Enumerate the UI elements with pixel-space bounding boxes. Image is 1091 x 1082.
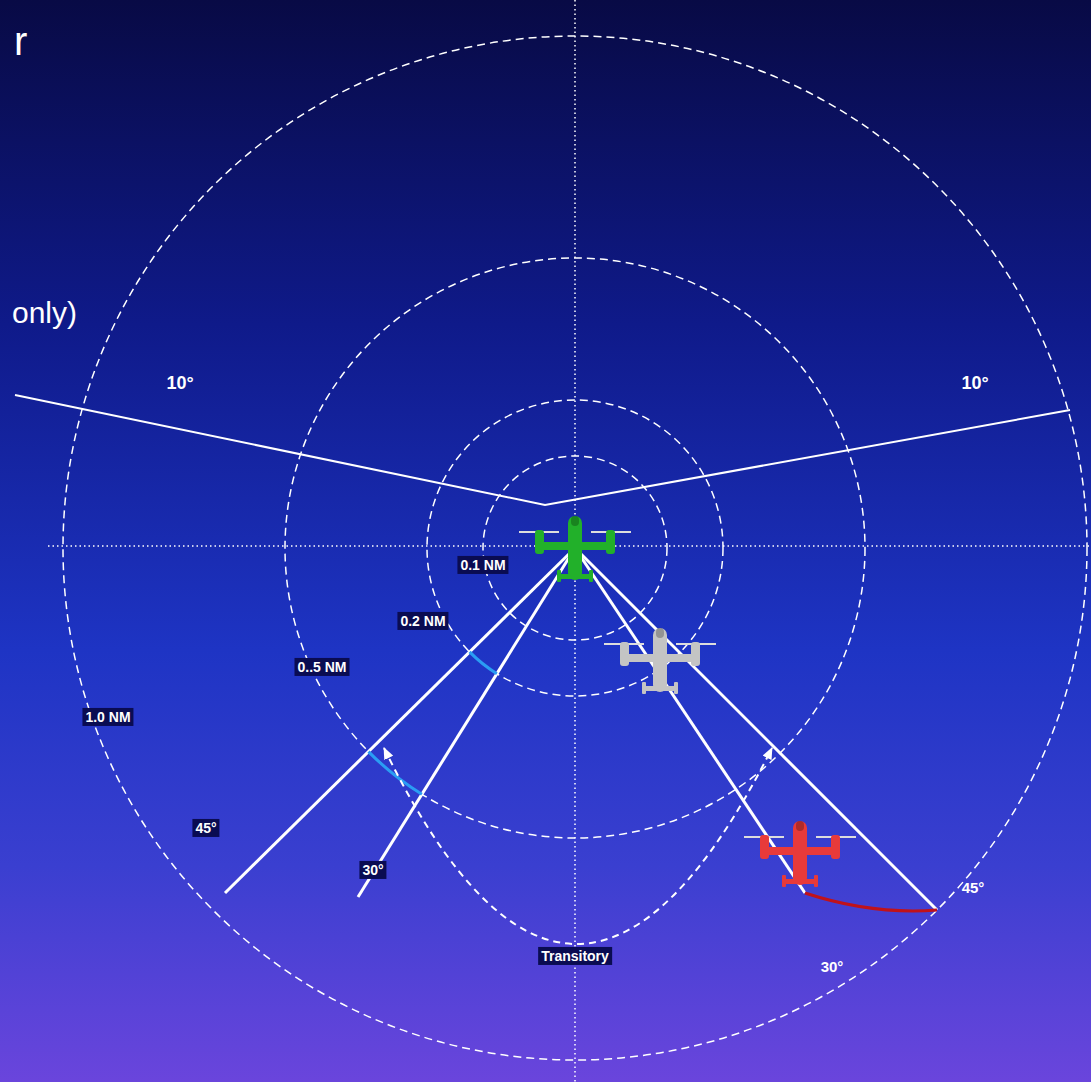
- range-label: 0.1 NM: [457, 556, 508, 574]
- range-label: 0.2 NM: [397, 612, 448, 630]
- range-arc: [368, 752, 421, 795]
- angle-label: 10°: [166, 373, 193, 394]
- range-label: 1.0 NM: [82, 708, 133, 726]
- angle-label: 45°: [192, 819, 219, 837]
- sector-label: Transitory: [538, 947, 612, 965]
- range-arc: [470, 652, 497, 674]
- angle-label: 10°: [961, 373, 988, 394]
- angle-label: 30°: [359, 861, 386, 879]
- angle-label: 30°: [821, 958, 844, 975]
- text-fragment: only): [12, 296, 77, 331]
- title-fragment: r: [14, 18, 27, 64]
- angle-label: 45°: [962, 879, 985, 896]
- range-label: 0..5 NM: [294, 658, 349, 676]
